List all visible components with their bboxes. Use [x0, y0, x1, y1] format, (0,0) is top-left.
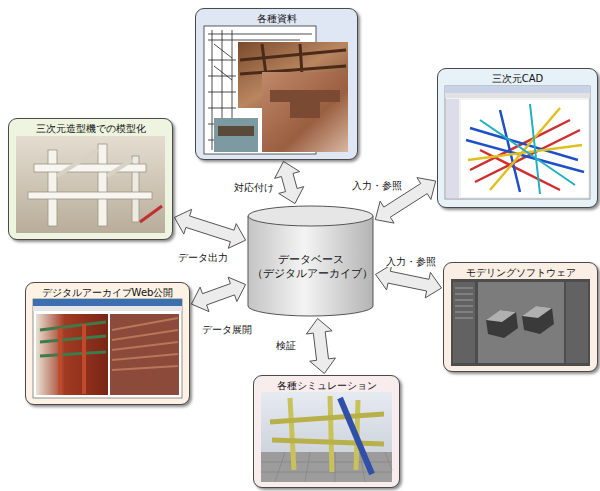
edge-label: データ出力: [176, 252, 230, 263]
sim-sky: [261, 392, 392, 482]
panel-title: モデリングソフトウェア: [466, 266, 576, 279]
double-arrow: [376, 265, 442, 298]
database-cylinder: データベース （デジタルアーカイブ）: [247, 205, 374, 317]
browser-frame: [33, 299, 182, 398]
temple-bands: [40, 322, 106, 356]
browser-titlebar: [33, 299, 182, 306]
cad-window: [445, 86, 590, 199]
sim-floor: [261, 452, 392, 482]
sim-posts-yellow: [290, 396, 358, 472]
modeling-right-panel: [566, 282, 588, 363]
cad-panel: [446, 99, 459, 198]
modeling-window: [451, 279, 590, 366]
panel-title: 各種シミュレーション: [277, 379, 377, 392]
eaves-rafters: [112, 318, 178, 370]
sim-beams-yellow: [270, 414, 384, 444]
edge-label-box: 入力・参照: [384, 250, 438, 269]
model-post: [98, 144, 107, 226]
cylinder-body: [248, 216, 373, 316]
edge-label-box: データ展開: [200, 318, 254, 337]
temple-posts: [60, 324, 84, 394]
model-shape-top: [522, 306, 552, 318]
edge-label: 検証: [274, 340, 298, 351]
cad-frame: [445, 86, 590, 199]
edge-label-box: 対応付け: [232, 176, 276, 195]
modeling-frame: [451, 279, 590, 366]
sim-floor-grid: [261, 452, 392, 482]
double-arrow: [306, 319, 335, 374]
web-browser: [33, 299, 182, 398]
modeling-viewport: [478, 282, 564, 363]
edge-label-box: 検証: [274, 334, 298, 353]
model-beam: [34, 164, 146, 172]
simulation-view: [261, 392, 392, 482]
eaves-photo: [110, 314, 179, 395]
panel-title: 三次元CAD: [492, 72, 544, 85]
document-collage: [204, 26, 348, 154]
panel-title: 三次元造型機での模型化: [36, 122, 146, 135]
cylinder-top: [248, 206, 373, 226]
cad-toolbar: [445, 86, 590, 93]
double-arrow: [275, 161, 304, 203]
tool: [140, 206, 162, 222]
sim-beam-blue: [340, 398, 372, 474]
photo-exterior: [214, 118, 258, 152]
model-shape-top: [486, 310, 516, 322]
edge-label: 入力・参照: [384, 256, 438, 267]
temple-photo: [36, 314, 108, 395]
edge-label: 対応付け: [232, 182, 276, 193]
photo-roof: [218, 126, 254, 136]
edge-label-box: データ出力: [176, 246, 230, 265]
double-arrow: [174, 209, 245, 248]
model-photo-ground: [16, 136, 165, 233]
browser-addressbar: [33, 306, 182, 311]
panel-title: 各種資料: [257, 12, 297, 25]
cad-toolbar2: [445, 93, 590, 98]
panel-title: デジタルアーカイブWeb公開: [42, 286, 174, 299]
database-label: データベース （デジタルアーカイブ）: [247, 252, 374, 280]
model-shape: [522, 306, 554, 334]
edge-label: データ展開: [200, 324, 254, 335]
edge-label: 入力・参照: [350, 180, 404, 191]
cad-beams-cyan: [480, 104, 575, 194]
cad-viewport: [461, 100, 588, 197]
printed-model: [16, 136, 165, 233]
model-shape: [486, 310, 518, 338]
model-brace: [57, 150, 132, 176]
model-post: [48, 150, 57, 226]
double-arrow: [191, 277, 245, 312]
photo-bracket: [262, 72, 348, 152]
model-beam: [28, 192, 152, 199]
bracket-shape: [270, 90, 340, 118]
edge-label-box: 入力・参照: [350, 174, 404, 193]
